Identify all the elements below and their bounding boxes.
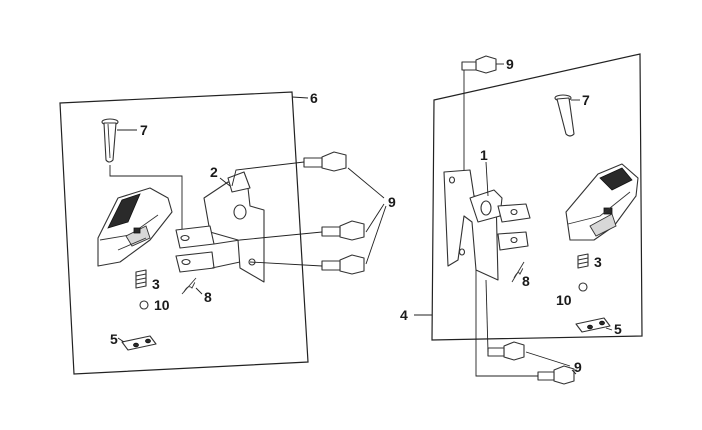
right-bolt-bottom-2 (537, 365, 575, 385)
left-plate (121, 335, 157, 351)
right-plate (575, 317, 611, 333)
right-hinge-pin (554, 94, 575, 137)
right-bolt-bottom-1 (487, 341, 525, 361)
callout-right-hinge-pin: 7 (582, 92, 590, 108)
callout-left-spring: 3 (152, 276, 160, 292)
left-bolt-axis-bottom (249, 261, 323, 267)
right-bolt-top (461, 55, 497, 74)
callout-right-ball: 10 (556, 292, 572, 308)
right-bracket-leader (485, 161, 489, 197)
callout-right-torsion-spring: 8 (522, 273, 530, 289)
left-bolts-leader-1 (347, 167, 385, 199)
left-bolt-middle (321, 220, 365, 241)
right-latch-body (565, 163, 639, 241)
left-pin-axis (109, 165, 183, 230)
right-assembly: 9 1 7 3 8 10 5 9 4 (400, 53, 643, 385)
left-hinge-pin (101, 118, 119, 163)
right-ball (578, 282, 588, 292)
callout-left-torsion-spring: 8 (204, 289, 212, 305)
callout-right-spring: 3 (594, 254, 602, 270)
left-bolt-top (303, 151, 347, 172)
right-bracket (443, 169, 531, 281)
right-bottom-bolts-leader-2 (571, 369, 577, 375)
left-torsion-leader (195, 287, 203, 295)
right-torsion-spring (511, 261, 525, 283)
right-spring (577, 253, 589, 269)
right-bolt-axis-bottom-1 (485, 279, 489, 353)
left-ball (139, 300, 149, 310)
callout-left-plate: 5 (110, 331, 118, 347)
left-bracket (175, 171, 265, 283)
right-bottom-bolts-leader-1 (525, 351, 571, 367)
left-spring (135, 269, 147, 289)
left-bolts-leader-2 (365, 203, 385, 233)
left-bracket-leader (219, 177, 231, 187)
right-bolt-axis-bottom-2 (475, 270, 538, 377)
left-bolts-leader-3 (365, 205, 387, 265)
left-bolt-bottom (321, 254, 365, 275)
right-frame (431, 53, 643, 341)
right-plate-leader (605, 327, 613, 331)
left-bolt-axis-top (231, 161, 305, 187)
callout-left-frame: 6 (310, 90, 318, 106)
callout-right-top-bolt: 9 (506, 56, 514, 72)
left-plate-leader (117, 337, 125, 343)
callout-left-ball: 10 (154, 297, 170, 313)
callout-right-plate: 5 (614, 321, 622, 337)
callout-right-frame: 4 (400, 307, 408, 323)
left-frame-leader (291, 96, 309, 99)
callout-right-bottom-bolts: 9 (574, 359, 582, 375)
callout-left-bracket: 2 (210, 164, 218, 180)
left-torsion-spring (181, 277, 197, 295)
left-frame (59, 91, 309, 375)
callout-left-bolts: 9 (388, 194, 396, 210)
left-bolt-axis-middle (239, 231, 323, 241)
callout-right-bracket: 1 (480, 147, 488, 163)
callout-left-hinge-pin: 7 (140, 122, 148, 138)
left-latch-body (97, 187, 173, 267)
left-assembly: 6 7 2 9 3 8 10 5 (59, 90, 396, 375)
